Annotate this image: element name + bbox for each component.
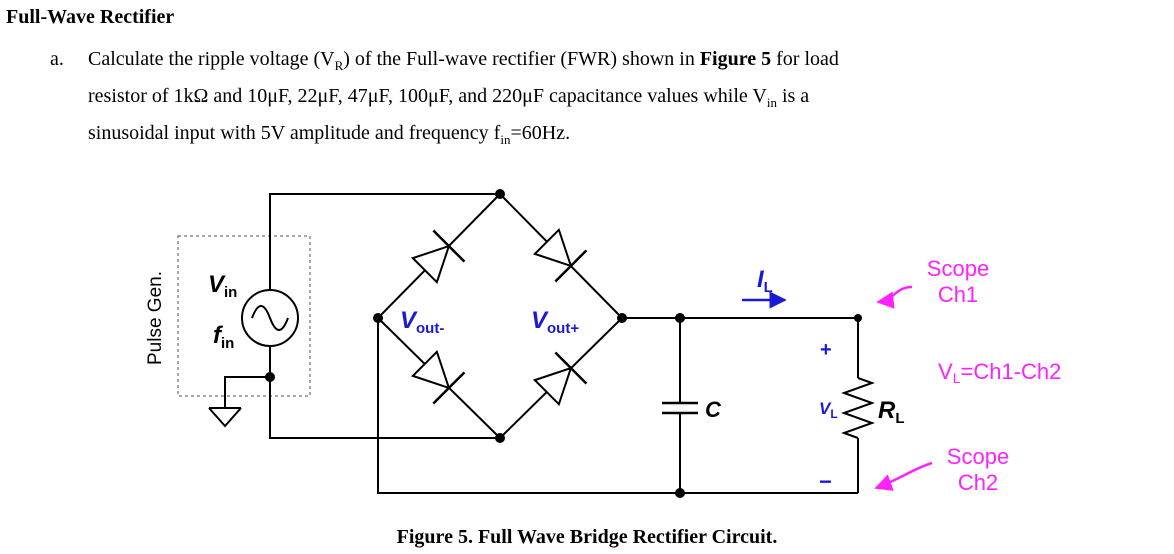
section-heading: Full-Wave Rectifier <box>6 6 175 28</box>
text-run: sinusoidal input with 5V amplitude and f… <box>88 122 501 144</box>
text-run: ) of the Full-wave rectifier (FWR) shown… <box>343 48 700 70</box>
ac-source-icon <box>241 289 299 347</box>
junction-dots <box>265 189 862 498</box>
scope-ch1-arrow-icon <box>876 285 913 309</box>
text-run: Calculate the ripple voltage (V <box>88 48 335 70</box>
diode-d3-icon <box>410 349 466 405</box>
subscript: R <box>334 58 344 73</box>
wires <box>224 193 859 494</box>
text-run: =60Hz. <box>510 122 571 144</box>
capacitor-label: C <box>705 397 722 422</box>
capacitor-icon <box>662 401 698 415</box>
pulse-gen-label: Pulse Gen. <box>145 271 166 365</box>
diode-d2-icon <box>532 227 588 283</box>
rl-label: RL <box>878 397 905 427</box>
vl-label: VL <box>819 399 838 421</box>
vl-equation: VL=Ch1-Ch2 <box>938 359 1061 386</box>
scope-ch2-arrow-icon <box>874 461 933 491</box>
il-label: IL <box>757 266 773 296</box>
minus-sign: − <box>819 469 832 494</box>
question-line-1: Calculate the ripple voltage (VR) of the… <box>88 44 1148 81</box>
plus-sign: + <box>820 339 832 361</box>
figure-caption: Figure 5. Full Wave Bridge Rectifier Cir… <box>396 526 778 548</box>
list-marker: a. <box>50 48 64 70</box>
ground-icon <box>208 407 242 428</box>
question-text: Calculate the ripple voltage (VR) of the… <box>88 44 1148 155</box>
diode-d4-icon <box>532 351 588 407</box>
text-run: resistor of 1kΩ and 10μF, 22μF, 47μF, 10… <box>88 85 767 107</box>
resistor-icon <box>841 377 875 439</box>
question-line-2: resistor of 1kΩ and 10μF, 22μF, 47μF, 10… <box>88 81 1148 118</box>
question-line-3: sinusoidal input with 5V amplitude and f… <box>88 118 1148 155</box>
subscript: in <box>500 132 511 147</box>
pulse-generator-box <box>177 235 311 397</box>
subscript: in <box>766 95 777 110</box>
vout-minus-label: Vout- <box>400 307 444 337</box>
figure-reference: Figure 5 <box>699 48 772 70</box>
diode-d1-icon <box>410 229 466 285</box>
text-run: for load <box>771 48 839 70</box>
vin-label: Vin <box>208 271 237 301</box>
text-run: is a <box>776 85 810 107</box>
fin-label: fin <box>213 322 234 352</box>
vout-plus-label: Vout+ <box>531 307 579 337</box>
